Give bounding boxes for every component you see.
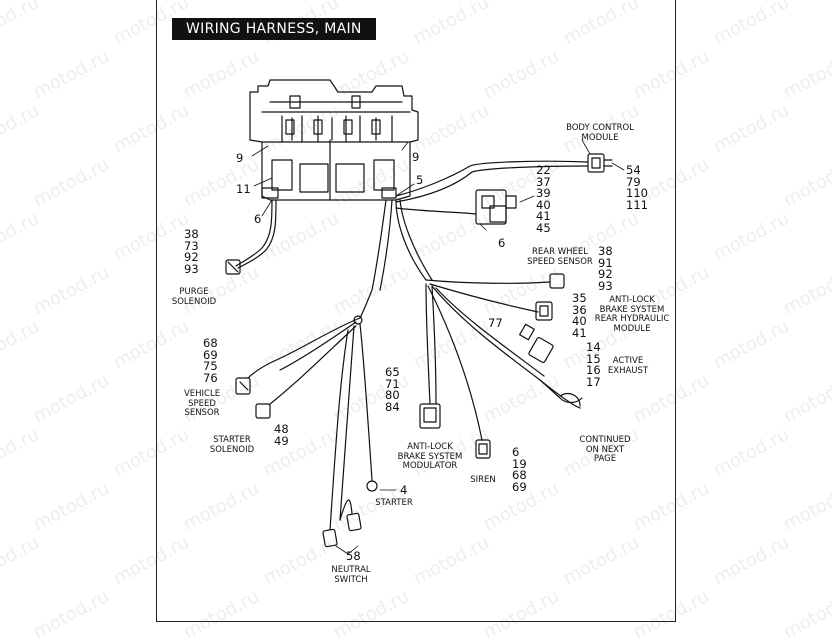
callout-6-block: 6 <box>254 212 262 226</box>
upper-connector-group <box>395 189 535 231</box>
vehicle-speed-sensor-label: VEHICLE SPEED SENSOR <box>183 389 221 418</box>
bcm-branch <box>395 139 625 203</box>
modulator-ref-numbers: 65 71 80 84 <box>385 365 400 414</box>
purge-branch <box>225 199 277 275</box>
starter-solenoid-label: STARTER SOLENOID <box>209 435 255 455</box>
callout-9-left: 9 <box>236 151 244 165</box>
active-exhaust-label: ACTIVE EXHAUST <box>607 356 649 376</box>
callout-9-right: 9 <box>412 150 420 164</box>
active-exhaust-ref-numbers: 14 15 16 17 <box>586 340 601 389</box>
main-trunk <box>359 199 433 319</box>
neutral-switch-ref-number: 58 <box>346 549 361 563</box>
bcm-ref-numbers: 54 79 110 111 <box>626 163 648 212</box>
left-lower-branches <box>235 315 397 555</box>
abs-hydraulic-ref-numbers: 35 36 40 41 <box>572 291 587 340</box>
vss-ref-numbers: 68 69 75 76 <box>203 336 218 385</box>
page-title: WIRING HARNESS, MAIN <box>172 18 376 40</box>
purge-ref-numbers: 38 73 92 93 <box>184 227 199 276</box>
siren-ref-numbers: 6 19 68 69 <box>512 445 527 494</box>
rwss-ref-numbers: 38 91 92 93 <box>598 244 613 293</box>
abs-modulator-label: ANTI-LOCK BRAKE SYSTEM MODULATOR <box>397 442 463 471</box>
starter-solenoid-ref-numbers: 48 49 <box>274 422 289 448</box>
siren-label: SIREN <box>470 475 496 485</box>
starter-label: STARTER <box>375 498 413 508</box>
body-control-module-label: BODY CONTROL MODULE <box>566 123 634 143</box>
purge-solenoid-label: PURGE SOLENOID <box>171 287 217 307</box>
callout-77: 77 <box>488 316 503 330</box>
page-frame <box>156 0 676 622</box>
lower-branches <box>419 283 491 459</box>
neutral-switch-label: NEUTRAL SWITCH <box>331 565 371 585</box>
callout-6-connector: 6 <box>498 236 506 250</box>
callout-11: 11 <box>236 182 251 196</box>
abs-rear-hydraulic-module-label: ANTI-LOCK BRAKE SYSTEM REAR HYDRAULIC MO… <box>594 295 670 334</box>
upper-connector-ref-numbers: 22 37 39 40 41 45 <box>536 163 551 235</box>
starter-ref-number: 4 <box>400 483 408 497</box>
right-branches <box>425 273 583 409</box>
continued-label: CONTINUED ON NEXT PAGE <box>579 435 631 464</box>
harness-drawing <box>225 79 625 555</box>
callout-5: 5 <box>416 173 424 187</box>
fuse-relay-block <box>249 79 419 201</box>
rear-wheel-speed-sensor-label: REAR WHEEL SPEED SENSOR <box>527 247 593 267</box>
